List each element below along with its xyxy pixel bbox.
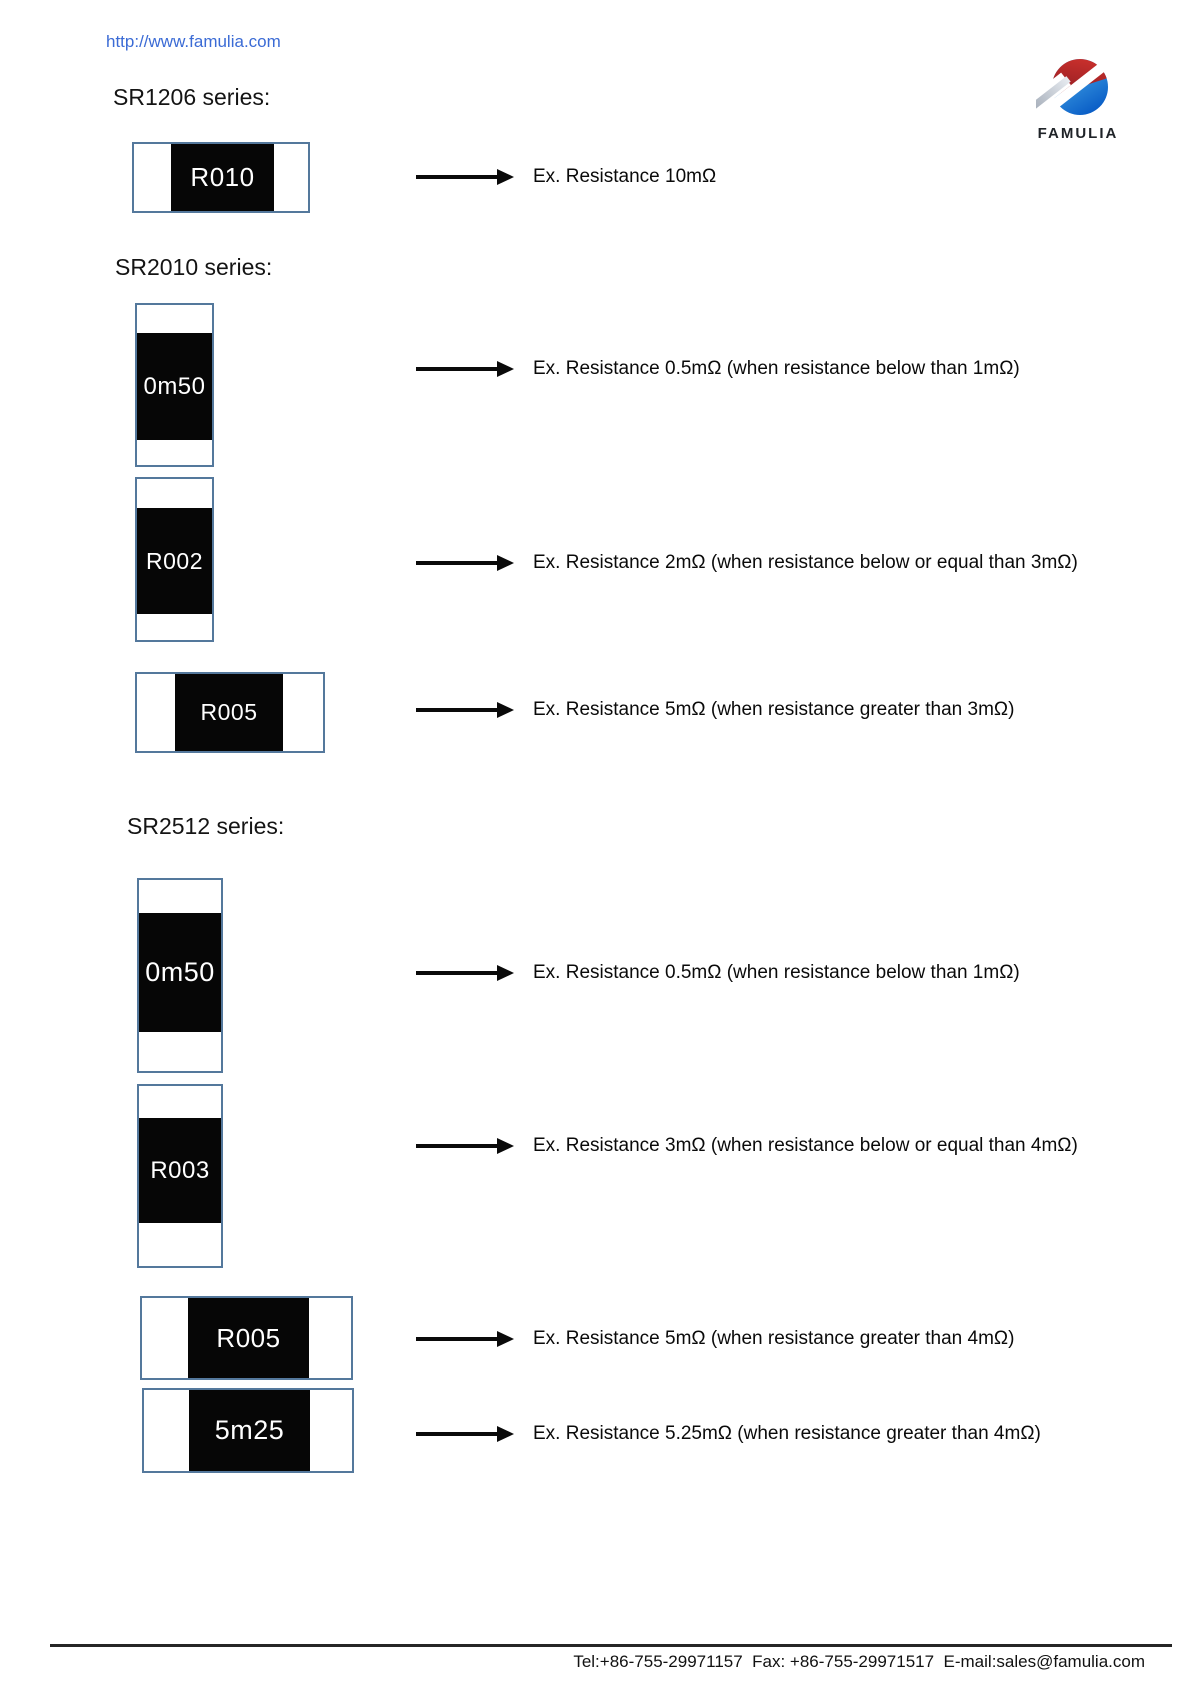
arrow-head	[497, 1331, 514, 1347]
resistance-example-label: Ex. Resistance 5.25mΩ (when resistance g…	[533, 1423, 1041, 1444]
arrow-shaft	[416, 561, 497, 565]
resistor-marking: R002	[137, 508, 212, 614]
resistor-end-cap	[139, 880, 221, 913]
resistance-example-label: Ex. Resistance 5mΩ (when resistance grea…	[533, 699, 1015, 720]
resistance-example-label: Ex. Resistance 5mΩ (when resistance grea…	[533, 1328, 1015, 1349]
resistor-end-cap	[137, 305, 212, 333]
resistor-end-cap	[139, 1032, 221, 1071]
section-title-sr1206: SR1206 series:	[113, 84, 271, 110]
arrow-head	[497, 1138, 514, 1154]
footer-contact-info: Tel:+86-755-29971157 Fax: +86-755-299715…	[573, 1652, 1145, 1671]
resistor-end-cap	[309, 1298, 351, 1378]
resistor-marking: R005	[175, 674, 283, 751]
resistor-chip-sr2512-r005: R005	[140, 1296, 353, 1380]
resistor-marking: 0m50	[139, 913, 221, 1032]
resistor-marking: R005	[188, 1298, 309, 1378]
arrow-icon	[416, 361, 514, 377]
resistance-example-label: Ex. Resistance 3mΩ (when resistance belo…	[533, 1135, 1078, 1156]
resistor-end-cap	[137, 614, 212, 640]
arrow-icon	[416, 1138, 514, 1154]
resistor-end-cap	[137, 440, 212, 465]
arrow-icon	[416, 965, 514, 981]
arrow-head	[497, 702, 514, 718]
section-title-sr2010: SR2010 series:	[115, 254, 273, 280]
resistance-example-label: Ex. Resistance 2mΩ (when resistance belo…	[533, 552, 1078, 573]
resistor-end-cap	[310, 1390, 352, 1471]
arrow-shaft	[416, 1337, 497, 1341]
logo-brand-text: FAMULIA	[1037, 125, 1119, 142]
arrow-shaft	[416, 1144, 497, 1148]
arrow-icon	[416, 555, 514, 571]
arrow-shaft	[416, 175, 497, 179]
resistor-end-cap	[274, 144, 308, 211]
arrow-icon	[416, 1331, 514, 1347]
resistor-marking: 5m25	[189, 1390, 310, 1471]
famulia-logo-icon	[1020, 54, 1117, 119]
resistor-end-cap	[283, 674, 323, 751]
arrow-head	[497, 965, 514, 981]
resistor-chip-sr2512-0m50: 0m50	[137, 878, 223, 1073]
arrow-shaft	[416, 1432, 497, 1436]
arrow-icon	[416, 702, 514, 718]
arrow-head	[497, 1426, 514, 1442]
arrow-icon	[416, 1426, 514, 1442]
resistor-end-cap	[137, 674, 175, 751]
arrow-shaft	[416, 708, 497, 712]
resistor-chip-sr2010-0m50: 0m50	[135, 303, 214, 467]
website-url-link[interactable]: http://www.famulia.com	[106, 32, 281, 51]
arrow-shaft	[416, 367, 497, 371]
resistor-chip-sr2010-r002: R002	[135, 477, 214, 642]
arrow-icon	[416, 169, 514, 185]
resistor-marking: 0m50	[137, 333, 212, 440]
arrow-head	[497, 555, 514, 571]
arrow-shaft	[416, 971, 497, 975]
resistor-end-cap	[139, 1223, 221, 1266]
resistor-chip-sr2512-r003: R003	[137, 1084, 223, 1268]
resistor-end-cap	[142, 1298, 188, 1378]
footer-divider	[50, 1644, 1172, 1647]
arrow-head	[497, 169, 514, 185]
resistor-marking: R003	[139, 1118, 221, 1223]
resistor-chip-sr2512-5m25: 5m25	[142, 1388, 354, 1473]
resistor-chip-sr2010-r005: R005	[135, 672, 325, 753]
resistance-example-label: Ex. Resistance 10mΩ	[533, 166, 717, 187]
resistor-end-cap	[137, 479, 212, 508]
resistor-end-cap	[134, 144, 171, 211]
resistor-end-cap	[139, 1086, 221, 1118]
section-title-sr2512: SR2512 series:	[127, 813, 285, 839]
resistor-chip-sr1206-r010: R010	[132, 142, 310, 213]
company-logo: FAMULIA	[1020, 54, 1120, 142]
resistance-example-label: Ex. Resistance 0.5mΩ (when resistance be…	[533, 358, 1020, 379]
resistance-example-label: Ex. Resistance 0.5mΩ (when resistance be…	[533, 962, 1020, 983]
resistor-marking: R010	[171, 144, 274, 211]
resistor-end-cap	[144, 1390, 189, 1471]
arrow-head	[497, 361, 514, 377]
